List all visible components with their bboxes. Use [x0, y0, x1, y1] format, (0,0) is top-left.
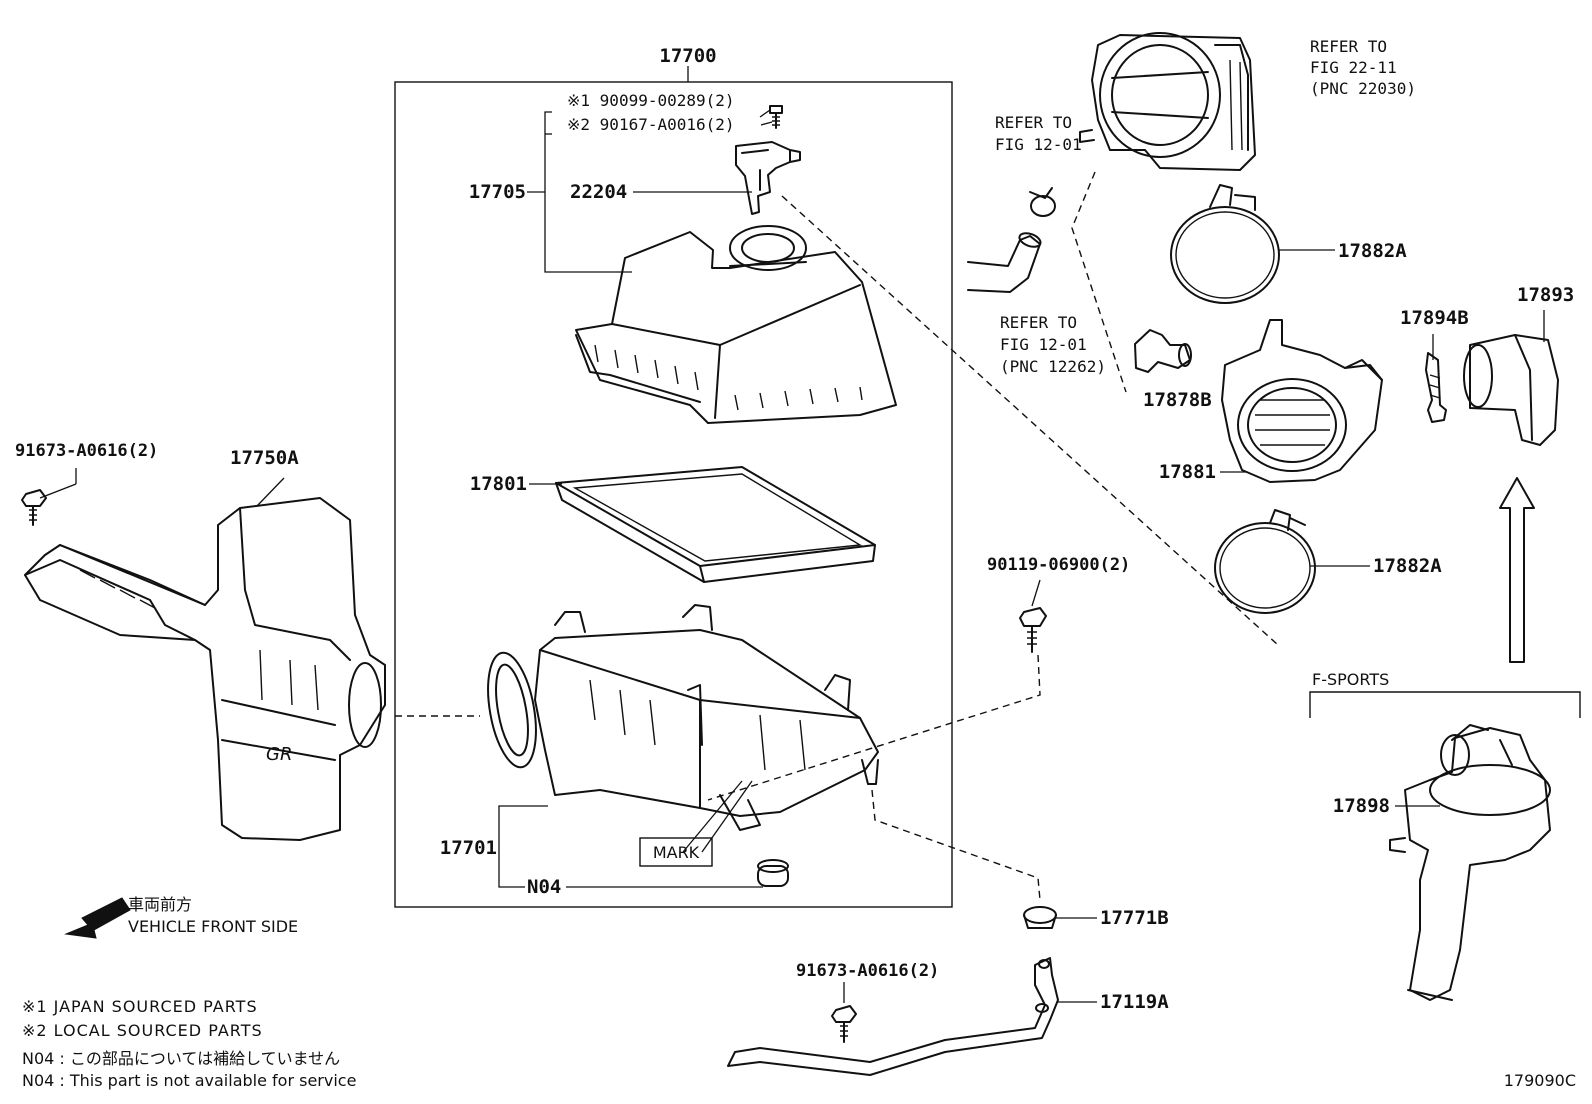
label-bolt-case: 90119-06900(2): [987, 555, 1130, 575]
dashed-lines: [395, 171, 1279, 901]
vehicle-front-jp: 車両前方: [128, 895, 192, 914]
ref-throttle-line2: FIG 22-11: [1310, 58, 1397, 77]
ref-hose-line1: REFER TO: [1000, 313, 1077, 332]
label-clip: 17894B: [1400, 307, 1469, 329]
bracket-drawing: [727, 957, 1059, 1076]
ref-hose-line2: FIG 12-01: [1000, 335, 1087, 354]
label-bracket: 17119A: [1100, 991, 1169, 1013]
label-f-sports-inlet: 17898: [1333, 795, 1390, 817]
ref-throttle-line1: REFER TO: [1310, 37, 1387, 56]
label-hose-clamp-lower: 17882A: [1373, 555, 1442, 577]
vehicle-front-arrow: [64, 897, 131, 939]
label-bolt-bracket: 91673-A0616(2): [796, 961, 939, 981]
filter-element-drawing: [555, 466, 876, 583]
mass-air-flow-meter-drawing: [735, 141, 801, 215]
label-screw-japan: ※1 90099-00289(2): [567, 91, 735, 110]
f-sports-bracket: [1309, 691, 1581, 718]
label-air-cleaner-assy: 17700: [659, 45, 716, 67]
bolt-case-drawing: [1019, 607, 1047, 653]
screw-drawing: [769, 105, 783, 129]
label-cap-sub-assy: 17705: [469, 181, 526, 203]
label-filter-element: 17801: [470, 473, 527, 495]
inlet-pipe-drawing: [1463, 334, 1559, 446]
clip-drawing: [1425, 352, 1447, 423]
label-inlet-hose: 17881: [1159, 461, 1216, 483]
duct-emboss-text: GR: [266, 744, 292, 765]
air-cleaner-assy-frame: [394, 81, 953, 908]
legend-n04-en: N04 : This part is not available for ser…: [22, 1071, 356, 1090]
ref-throttle-line3: (PNC 22030): [1310, 79, 1416, 98]
bolt-bracket-drawing: [831, 1005, 857, 1043]
f-sports-inlet-drawing: [1389, 724, 1551, 1001]
intake-duct-drawing: [24, 497, 386, 841]
label-grommet: 17771B: [1100, 907, 1169, 929]
hose-clamp-lower-drawing: [1214, 509, 1316, 614]
label-bolt-duct: 91673-A0616(2): [15, 441, 158, 461]
hose-clamp-upper-drawing: [1170, 184, 1280, 304]
grommet-drawing: [1023, 906, 1057, 929]
vent-connector-drawing: [1134, 329, 1192, 373]
air-cleaner-cap-drawing: [575, 225, 897, 424]
vehicle-front-en: VEHICLE FRONT SIDE: [128, 917, 298, 936]
legend-local: ※2 LOCAL SOURCED PARTS: [22, 1021, 263, 1040]
label-hose-clamp-upper: 17882A: [1338, 240, 1407, 262]
leader-lines: [39, 66, 1545, 1003]
bolt-duct-drawing: [21, 489, 47, 526]
inlet-hose-drawing: [1221, 319, 1383, 483]
ref-clip-line2: FIG 12-01: [995, 135, 1082, 154]
upward-arrow: [1499, 477, 1535, 663]
vent-clip-drawing: [1029, 187, 1056, 217]
ref-clip-line1: REFER TO: [995, 113, 1072, 132]
pcv-hose-drawing: [967, 232, 1042, 293]
ref-hose-line3: (PNC 12262): [1000, 357, 1106, 376]
figure-id: 179090C: [1504, 1071, 1576, 1090]
legend-n04-jp: N04 : この部品については補給していません: [22, 1049, 340, 1068]
n04-grommet-drawing: [757, 859, 789, 887]
label-mark: MARK: [653, 843, 700, 862]
label-f-sports: F-SPORTS: [1312, 670, 1389, 689]
mark-box: [639, 837, 713, 867]
label-vent-connector: 17878B: [1143, 389, 1212, 411]
throttle-body-drawing: [1079, 32, 1256, 171]
label-intake-duct: 17750A: [230, 447, 299, 469]
label-n04: N04: [527, 876, 561, 898]
legend-japan: ※1 JAPAN SOURCED PARTS: [22, 997, 258, 1016]
label-inlet-pipe: 17893: [1517, 284, 1574, 306]
label-screw-local: ※2 90167-A0016(2): [567, 115, 735, 134]
label-case-sub-assy: 17701: [440, 837, 497, 859]
label-mass-air-flow-meter: 22204: [570, 181, 627, 203]
air-cleaner-case-drawing: [487, 604, 879, 831]
